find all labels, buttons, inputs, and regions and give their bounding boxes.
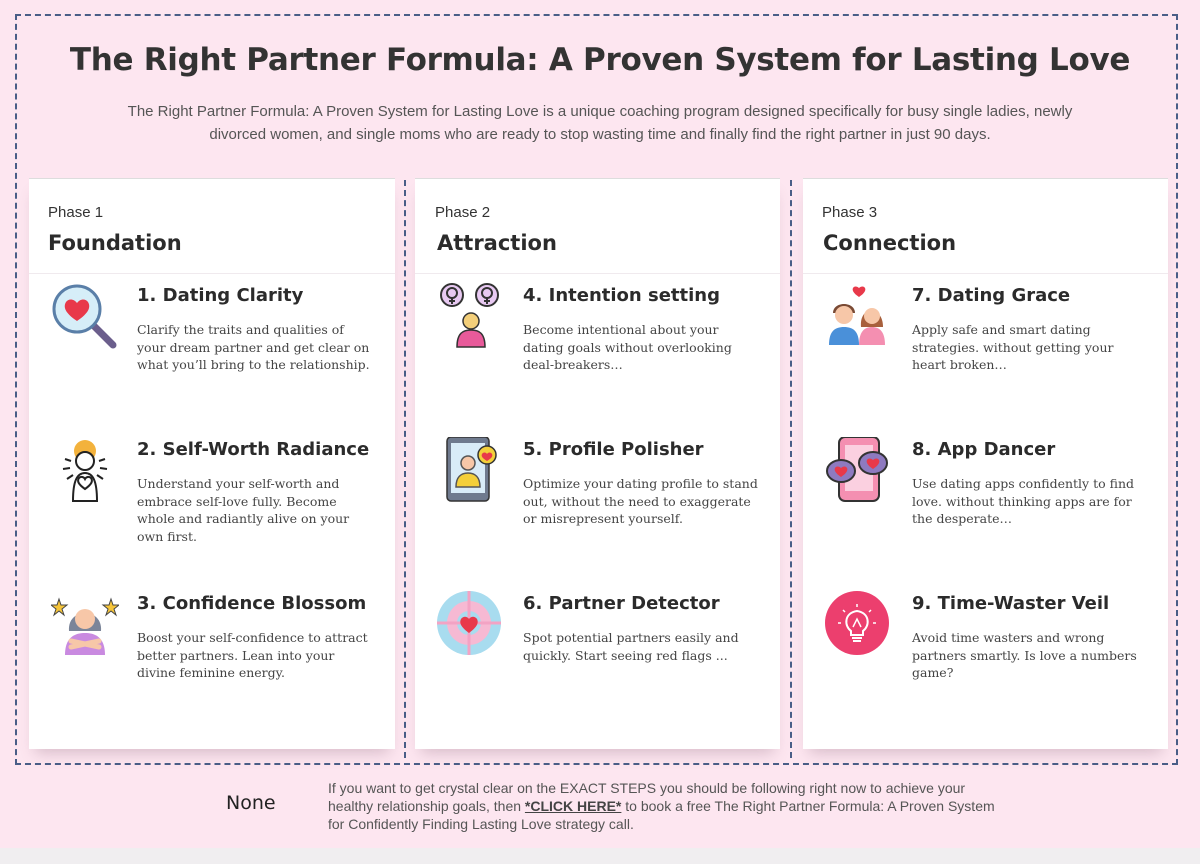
cta-text-after: to book a free The Right Partner Formula… [328, 798, 995, 832]
phase-name: Foundation [48, 231, 182, 255]
step-description: Spot potential partners easily and quick… [523, 630, 739, 663]
cta-text-before: If you want to get crystal clear on the … [328, 780, 966, 814]
step-item: 8. App Dancer Use dating apps confidentl… [803, 436, 1169, 557]
lightbulb-icon [825, 591, 893, 659]
target-heart-icon [437, 591, 505, 659]
phase-label: Phase 3 [822, 204, 878, 221]
couple-icon [825, 283, 893, 351]
step-description: Apply safe and smart dating strategies. … [912, 322, 1114, 372]
step-title: 4. Intention setting [523, 285, 720, 306]
step-title: 3. Confidence Blossom [137, 593, 367, 614]
phase-header: Phase 3 Connection [803, 179, 1168, 274]
step-title: 8. App Dancer [912, 439, 1056, 460]
step-item: 9. Time-Waster Veil Avoid time wasters a… [803, 591, 1169, 711]
female-symbols-woman-icon [437, 283, 505, 351]
step-description: Optimize your dating profile to stand ou… [523, 476, 758, 526]
step-description: Boost your self-confidence to attract be… [137, 630, 368, 680]
intro-paragraph: The Right Partner Formula: A Proven Syst… [127, 103, 1073, 143]
phase-name: Attraction [437, 231, 557, 255]
column-divider [404, 180, 406, 758]
step-title: 1. Dating Clarity [137, 285, 304, 306]
cta-text: If you want to get crystal clear on the … [328, 779, 1008, 833]
step-description: Avoid time wasters and wrong partners sm… [912, 630, 1137, 680]
phase-name: Connection [823, 231, 957, 255]
step-item: 3. Confidence Blossom Boost your self-co… [29, 591, 395, 711]
phase-label: Phase 2 [435, 204, 491, 221]
phase-header: Phase 1 Foundation [29, 179, 395, 274]
step-title: 7. Dating Grace [912, 285, 1071, 306]
step-item: 5. Profile Polisher Optimize your dating… [415, 436, 781, 557]
step-title: 6. Partner Detector [523, 593, 720, 614]
step-title: 5. Profile Polisher [523, 439, 704, 460]
step-description: Understand your self-worth and embrace s… [137, 476, 350, 544]
column-divider [790, 180, 792, 758]
content-frame [15, 14, 1178, 765]
click-here-link[interactable]: *CLICK HERE* [524, 798, 622, 814]
magnifier-heart-icon [51, 283, 119, 351]
phase-card-connection: Phase 3 Connection 7. Dating Grace Apply… [803, 178, 1168, 749]
phase-card-attraction: Phase 2 Attraction 4. Intention sett [415, 178, 780, 749]
step-title: 9. Time-Waster Veil [912, 593, 1110, 614]
phase-header: Phase 2 Attraction [415, 179, 780, 274]
phone-hearts-icon [825, 436, 893, 505]
step-item: 1. Dating Clarity Clarify the traits and… [29, 283, 395, 403]
tablet-profile-icon [437, 436, 505, 505]
step-description: Use dating apps confidently to find love… [912, 476, 1134, 526]
confident-woman-icon [49, 591, 121, 659]
step-item: 4. Intention setting Become intentional … [415, 283, 781, 403]
step-item: 2. Self-Worth Radiance Understand your s… [29, 437, 395, 557]
step-item: 7. Dating Grace Apply safe and smart dat… [803, 283, 1169, 403]
page-title: The Right Partner Formula: A Proven Syst… [69, 42, 1131, 78]
step-item: 6. Partner Detector Spot potential partn… [415, 591, 781, 711]
step-description: Clarify the traits and qualities of your… [137, 322, 370, 372]
self-love-icon [51, 437, 119, 505]
step-description: Become intentional about your dating goa… [523, 322, 732, 372]
phase-label: Phase 1 [48, 204, 104, 221]
none-label: None [226, 792, 276, 814]
step-title: 2. Self-Worth Radiance [137, 439, 370, 460]
phase-card-foundation: Phase 1 Foundation 1. Dating Clarity Cla… [29, 178, 395, 749]
